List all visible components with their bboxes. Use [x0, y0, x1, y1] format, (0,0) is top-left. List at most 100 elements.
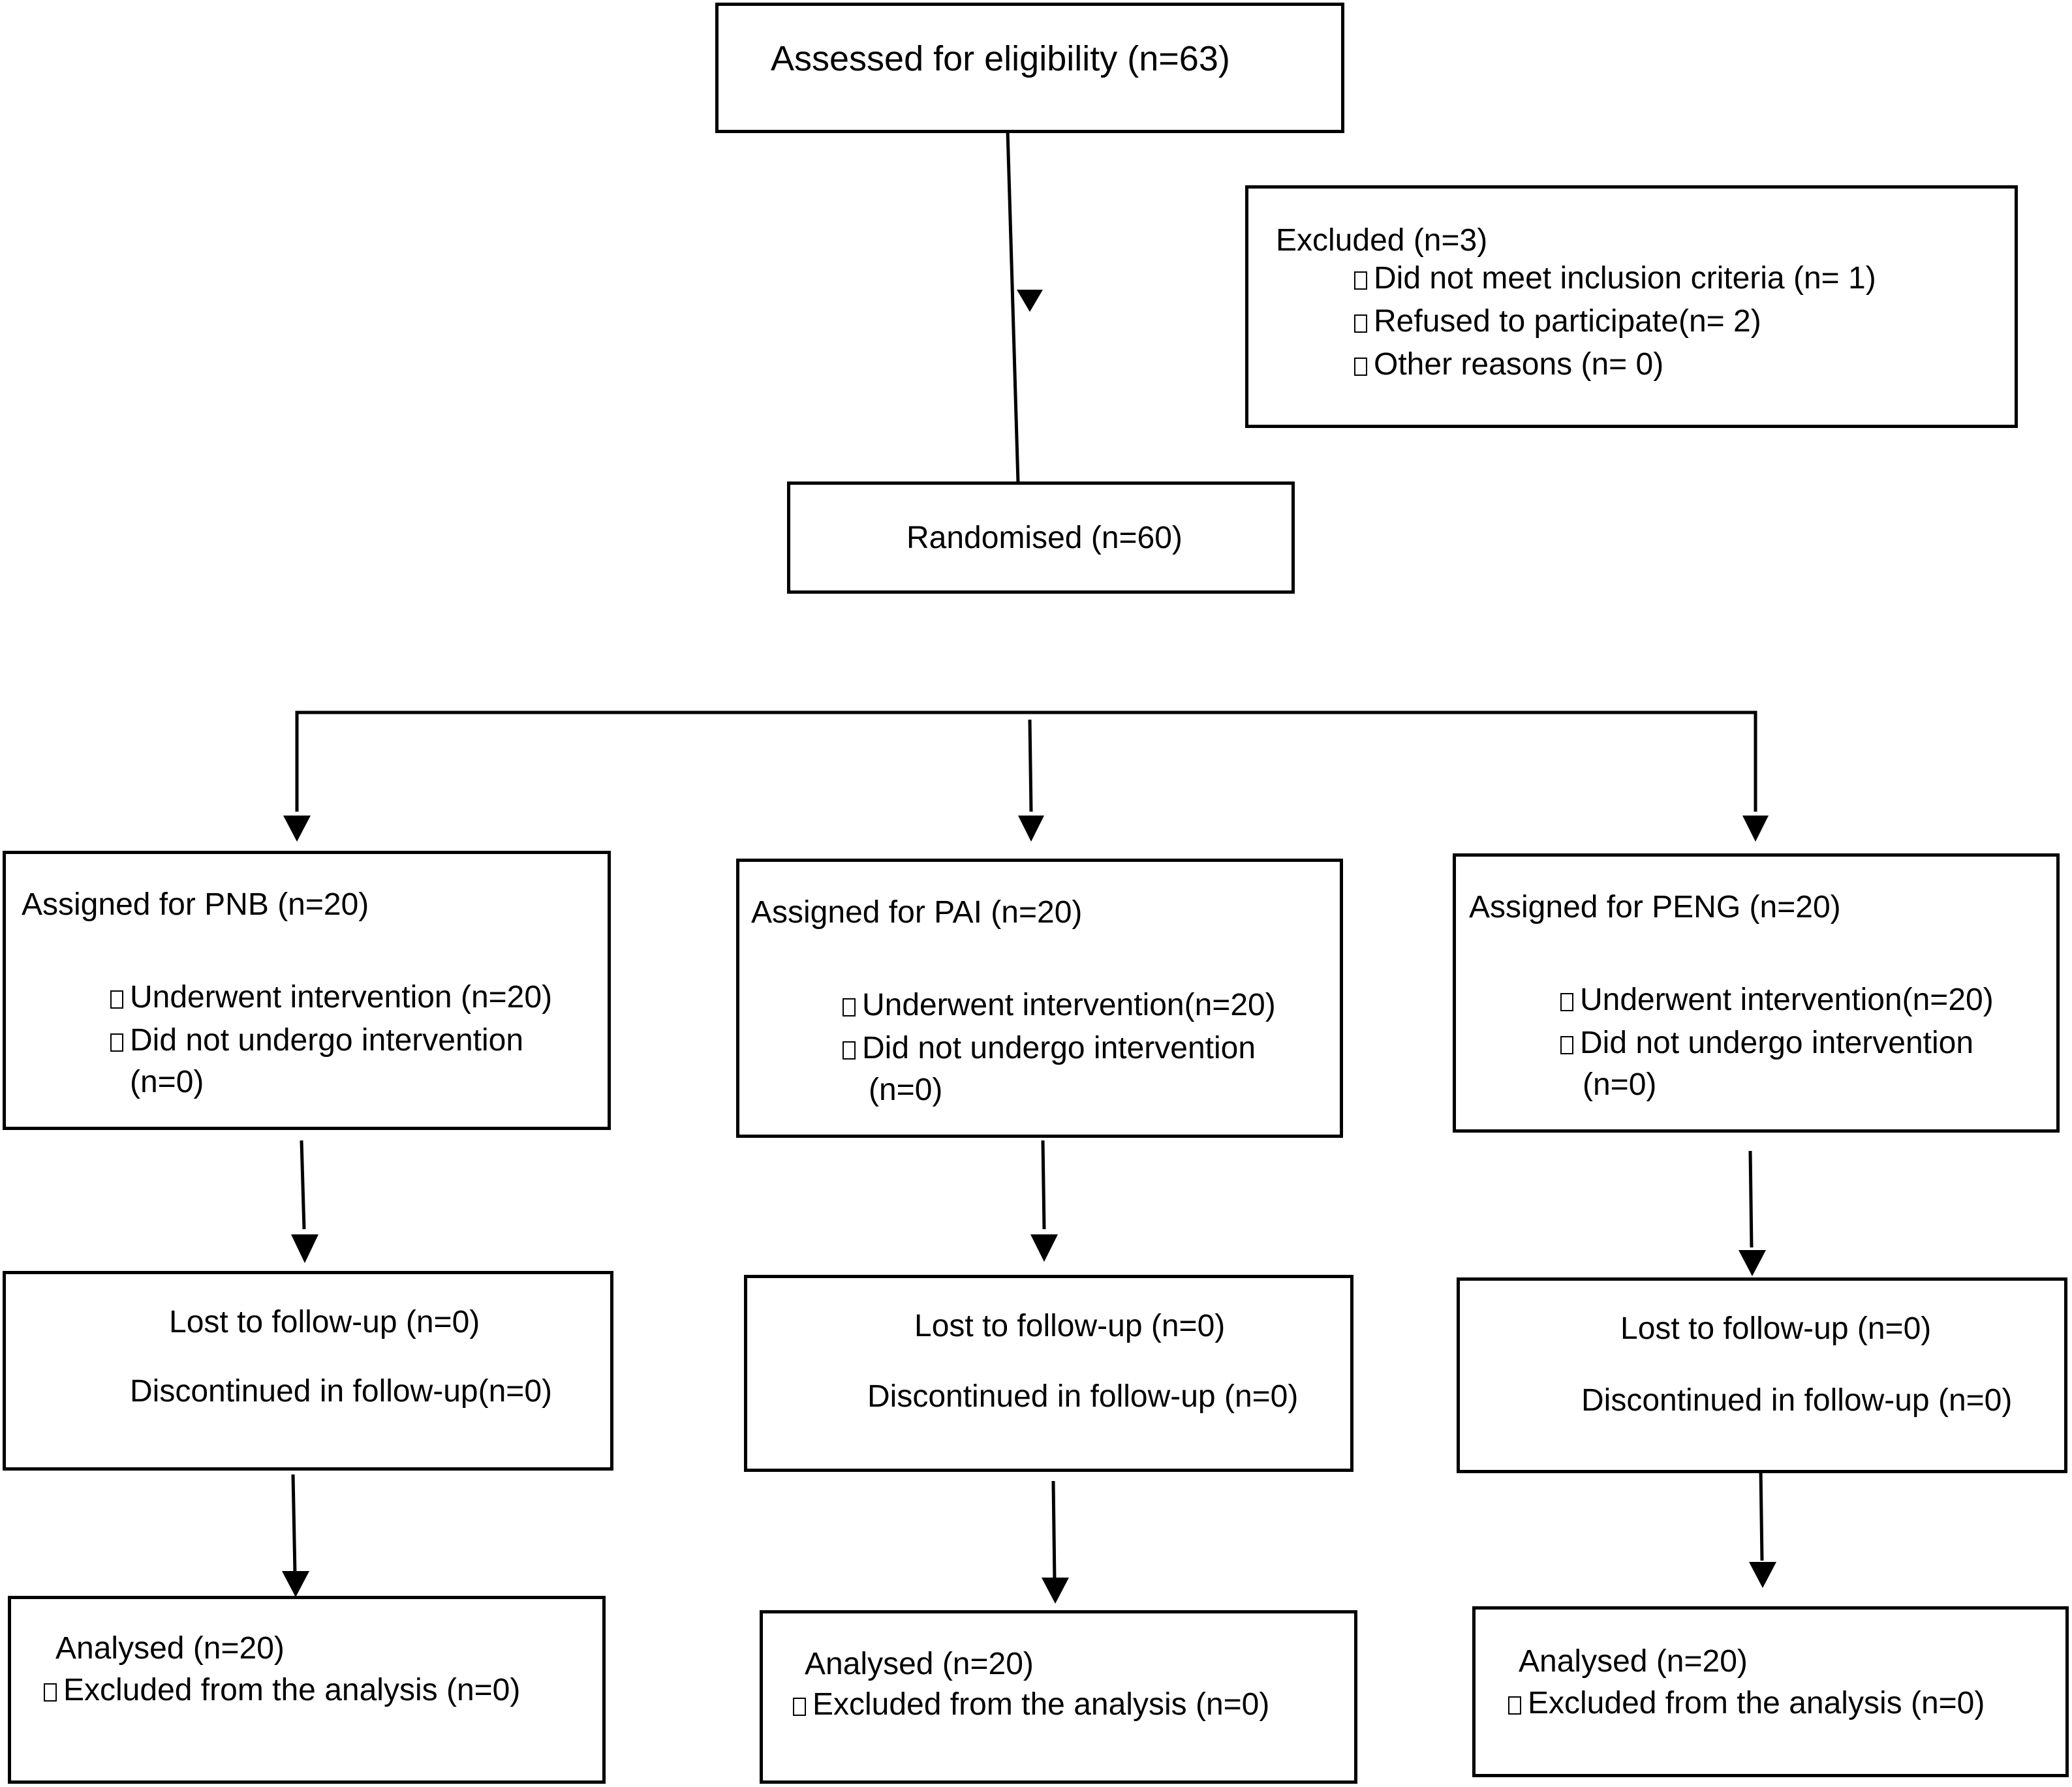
connector-peng-assign-followup	[1748, 1150, 1754, 1248]
analysed-label: Analysed	[55, 1631, 185, 1666]
followup-peng-box: Lost to follow-up (n=0) Discontinued in …	[1457, 1277, 2067, 1473]
arrowhead-peng-assign	[1742, 816, 1769, 842]
excluded-item-label: Other reasons	[1374, 347, 1573, 382]
discontinued-item: Discontinued in follow-up(n=0)	[130, 1376, 552, 1407]
arrowhead-pai-assign	[1018, 816, 1044, 842]
connector-peng-followup-analysed	[1759, 1469, 1764, 1561]
assigned-label: Assigned for PNB	[22, 887, 269, 922]
excluded-analysis-count: (n=0)	[1195, 1687, 1270, 1722]
randomised-count: (n=60)	[1090, 521, 1183, 555]
excluded-item-count: (n= 1)	[1793, 261, 1876, 296]
discontinued-label: Discontinued in follow-up	[867, 1379, 1216, 1414]
assigned-heading: Assigned for PENG (n=20)	[1469, 892, 1841, 923]
randomised-label: Randomised	[906, 521, 1083, 555]
excluded-item: Refused to participate(n= 2)	[1354, 306, 1761, 337]
checkbox-icon	[110, 1033, 123, 1052]
discontinued-count: (n=0)	[478, 1374, 553, 1409]
assigned-heading: Assigned for PNB (n=20)	[22, 889, 369, 921]
excluded-heading: Excluded (n=3)	[1276, 225, 1487, 256]
assigned-peng-box: Assigned for PENG (n=20) Underwent inter…	[1453, 853, 2060, 1133]
assessed-label: Assessed for eligibility	[771, 39, 1118, 78]
not-undergo-count: (n=0)	[1583, 1067, 1657, 1102]
excluded-item: Other reasons (n= 0)	[1354, 349, 1663, 380]
arrowhead-pai-followup	[1030, 1234, 1058, 1262]
connector-branch-pai	[1028, 719, 1033, 812]
connector-pai-followup-analysed	[1051, 1480, 1057, 1582]
discontinued-count: (n=0)	[1224, 1379, 1299, 1414]
excluded-box: Excluded (n=3) Did not meet inclusion cr…	[1245, 185, 2018, 428]
lost-label: Lost to follow-up	[169, 1305, 397, 1339]
analysed-heading: Analysed (n=20)	[55, 1633, 285, 1664]
arrowhead-peng-analysed	[1749, 1562, 1776, 1588]
underwent-item: Underwent intervention(n=20)	[1560, 985, 1994, 1016]
excluded-analysis-count: (n=0)	[1910, 1686, 1985, 1720]
underwent-count: (n=20)	[1184, 988, 1276, 1022]
checkbox-icon	[843, 998, 856, 1016]
analysed-label: Analysed	[1519, 1644, 1648, 1679]
lost-item: Lost to follow-up (n=0)	[169, 1307, 480, 1338]
analysed-count: (n=20)	[1656, 1644, 1748, 1679]
not-undergo-label: Did not undergo intervention	[862, 1031, 1256, 1065]
analysed-pai-box: Analysed (n=20) Excluded from the analys…	[760, 1610, 1357, 1784]
excluded-count: (n=3)	[1413, 223, 1488, 258]
excluded-analysis-item: Excluded from the analysis (n=0)	[44, 1675, 520, 1706]
assigned-label: Assigned for PAI	[751, 895, 982, 930]
arrowhead-peng-followup	[1739, 1250, 1766, 1276]
connector-pnb-assign-followup	[300, 1140, 306, 1230]
checkbox-icon	[1354, 271, 1367, 290]
not-undergo-label: Did not undergo intervention	[130, 1023, 524, 1058]
discontinued-item: Discontinued in follow-up (n=0)	[1581, 1385, 2012, 1416]
followup-pnb-box: Lost to follow-up (n=0) Discontinued in …	[3, 1271, 613, 1471]
assessed-count: (n=63)	[1127, 39, 1230, 78]
not-undergo-count: (n=0)	[869, 1073, 943, 1107]
arrowhead-assessed	[1017, 290, 1043, 312]
excluded-item-count: (n= 0)	[1581, 347, 1664, 382]
lost-item: Lost to follow-up (n=0)	[914, 1311, 1225, 1342]
assigned-count: (n=20)	[991, 895, 1083, 930]
connector-branch-bar	[295, 710, 1757, 735]
checkbox-icon	[1508, 1696, 1521, 1715]
lost-count: (n=0)	[1151, 1309, 1226, 1343]
lost-label: Lost to follow-up	[1620, 1311, 1849, 1346]
excluded-analysis-label: Excluded from the analysis	[812, 1687, 1187, 1722]
analysed-heading: Analysed (n=20)	[1519, 1646, 1748, 1677]
checkbox-icon	[1560, 1036, 1573, 1054]
assigned-pnb-box: Assigned for PNB (n=20) Underwent interv…	[3, 851, 611, 1130]
excluded-label: Excluded	[1276, 223, 1405, 258]
assigned-label: Assigned for PENG	[1469, 890, 1741, 924]
excluded-analysis-count: (n=0)	[446, 1673, 521, 1707]
discontinued-label: Discontinued in follow-up	[130, 1374, 478, 1409]
not-undergo-item: Did not undergo intervention	[843, 1033, 1256, 1064]
lost-item: Lost to follow-up (n=0)	[1620, 1313, 1931, 1345]
checkbox-icon	[44, 1683, 57, 1702]
arrowhead-pnb-assign	[283, 816, 311, 842]
excluded-analysis-label: Excluded from the analysis	[1528, 1686, 1902, 1720]
excluded-item-label: Refused to participate	[1374, 304, 1678, 339]
underwent-label: Underwent intervention	[862, 988, 1184, 1022]
analysed-pnb-box: Analysed (n=20) Excluded from the analys…	[8, 1596, 606, 1784]
assigned-count: (n=20)	[277, 887, 369, 922]
discontinued-label: Discontinued in follow-up	[1581, 1383, 1930, 1418]
checkbox-icon	[1354, 314, 1367, 333]
checkbox-icon	[1560, 993, 1573, 1011]
connector-assessed-randomised	[1006, 130, 1020, 483]
underwent-item: Underwent intervention(n=20)	[843, 990, 1276, 1021]
underwent-label: Underwent intervention	[130, 980, 452, 1015]
checkbox-icon	[110, 990, 123, 1009]
assessed-text: Assessed for eligibility (n=63)	[771, 41, 1230, 76]
lost-label: Lost to follow-up	[914, 1309, 1143, 1343]
not-undergo-count: (n=0)	[130, 1065, 204, 1099]
connector-pnb-followup-analysed	[291, 1474, 297, 1574]
lost-count: (n=0)	[1857, 1311, 1932, 1346]
analysed-count: (n=20)	[942, 1647, 1034, 1681]
randomised-box: Randomised (n=60)	[787, 481, 1295, 594]
underwent-label: Underwent intervention	[1580, 983, 1902, 1017]
underwent-count: (n=20)	[1902, 983, 1994, 1017]
underwent-count: (n=20)	[460, 980, 553, 1015]
arrowhead-pnb-analysed	[282, 1571, 309, 1597]
followup-pai-box: Lost to follow-up (n=0) Discontinued in …	[744, 1275, 1353, 1472]
arrowhead-pai-analysed	[1042, 1578, 1069, 1604]
assessed-box: Assessed for eligibility (n=63)	[715, 3, 1344, 133]
